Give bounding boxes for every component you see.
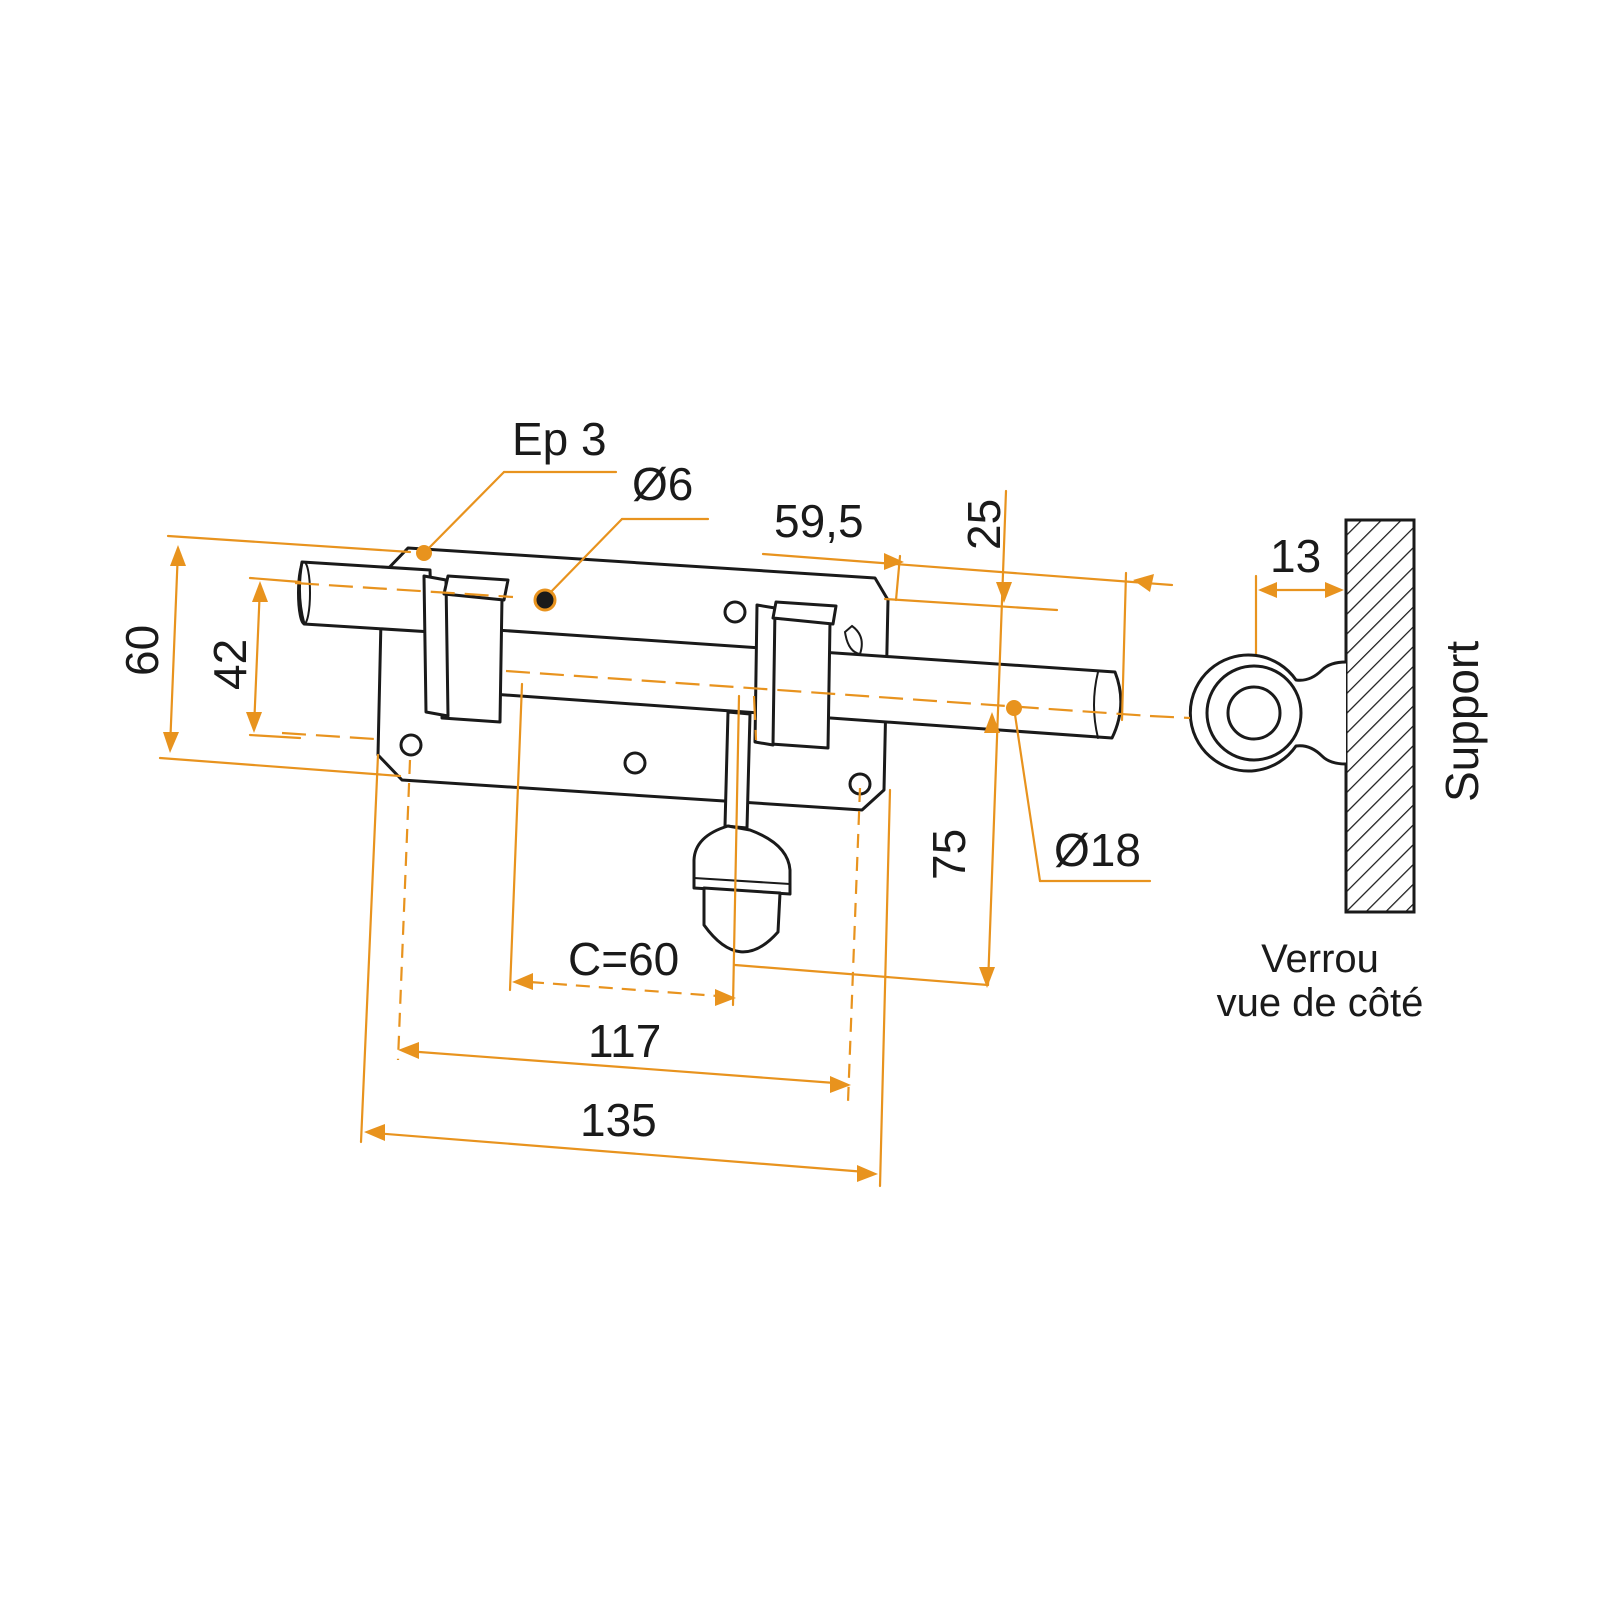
label-25: 25 bbox=[958, 499, 1010, 550]
label-60: 60 bbox=[116, 625, 168, 676]
guide-staples bbox=[422, 574, 863, 750]
label-diameter-6: Ø6 bbox=[632, 458, 693, 510]
label-135: 135 bbox=[580, 1094, 657, 1146]
dimension-lines bbox=[158, 470, 1174, 1188]
label-42: 42 bbox=[204, 639, 256, 690]
label-diameter-18: Ø18 bbox=[1054, 824, 1141, 876]
caption-line-1: Verrou bbox=[1261, 937, 1379, 981]
caption-line-2: vue de côté bbox=[1217, 981, 1424, 1025]
label-117: 117 bbox=[588, 1015, 661, 1067]
label-59-5: 59,5 bbox=[774, 495, 864, 547]
side-view bbox=[1149, 518, 1416, 914]
label-c60: C=60 bbox=[568, 933, 679, 985]
label-75: 75 bbox=[923, 829, 975, 880]
label-support: Support bbox=[1436, 641, 1488, 802]
label-13: 13 bbox=[1270, 530, 1321, 582]
label-ep3: Ep 3 bbox=[512, 413, 607, 465]
